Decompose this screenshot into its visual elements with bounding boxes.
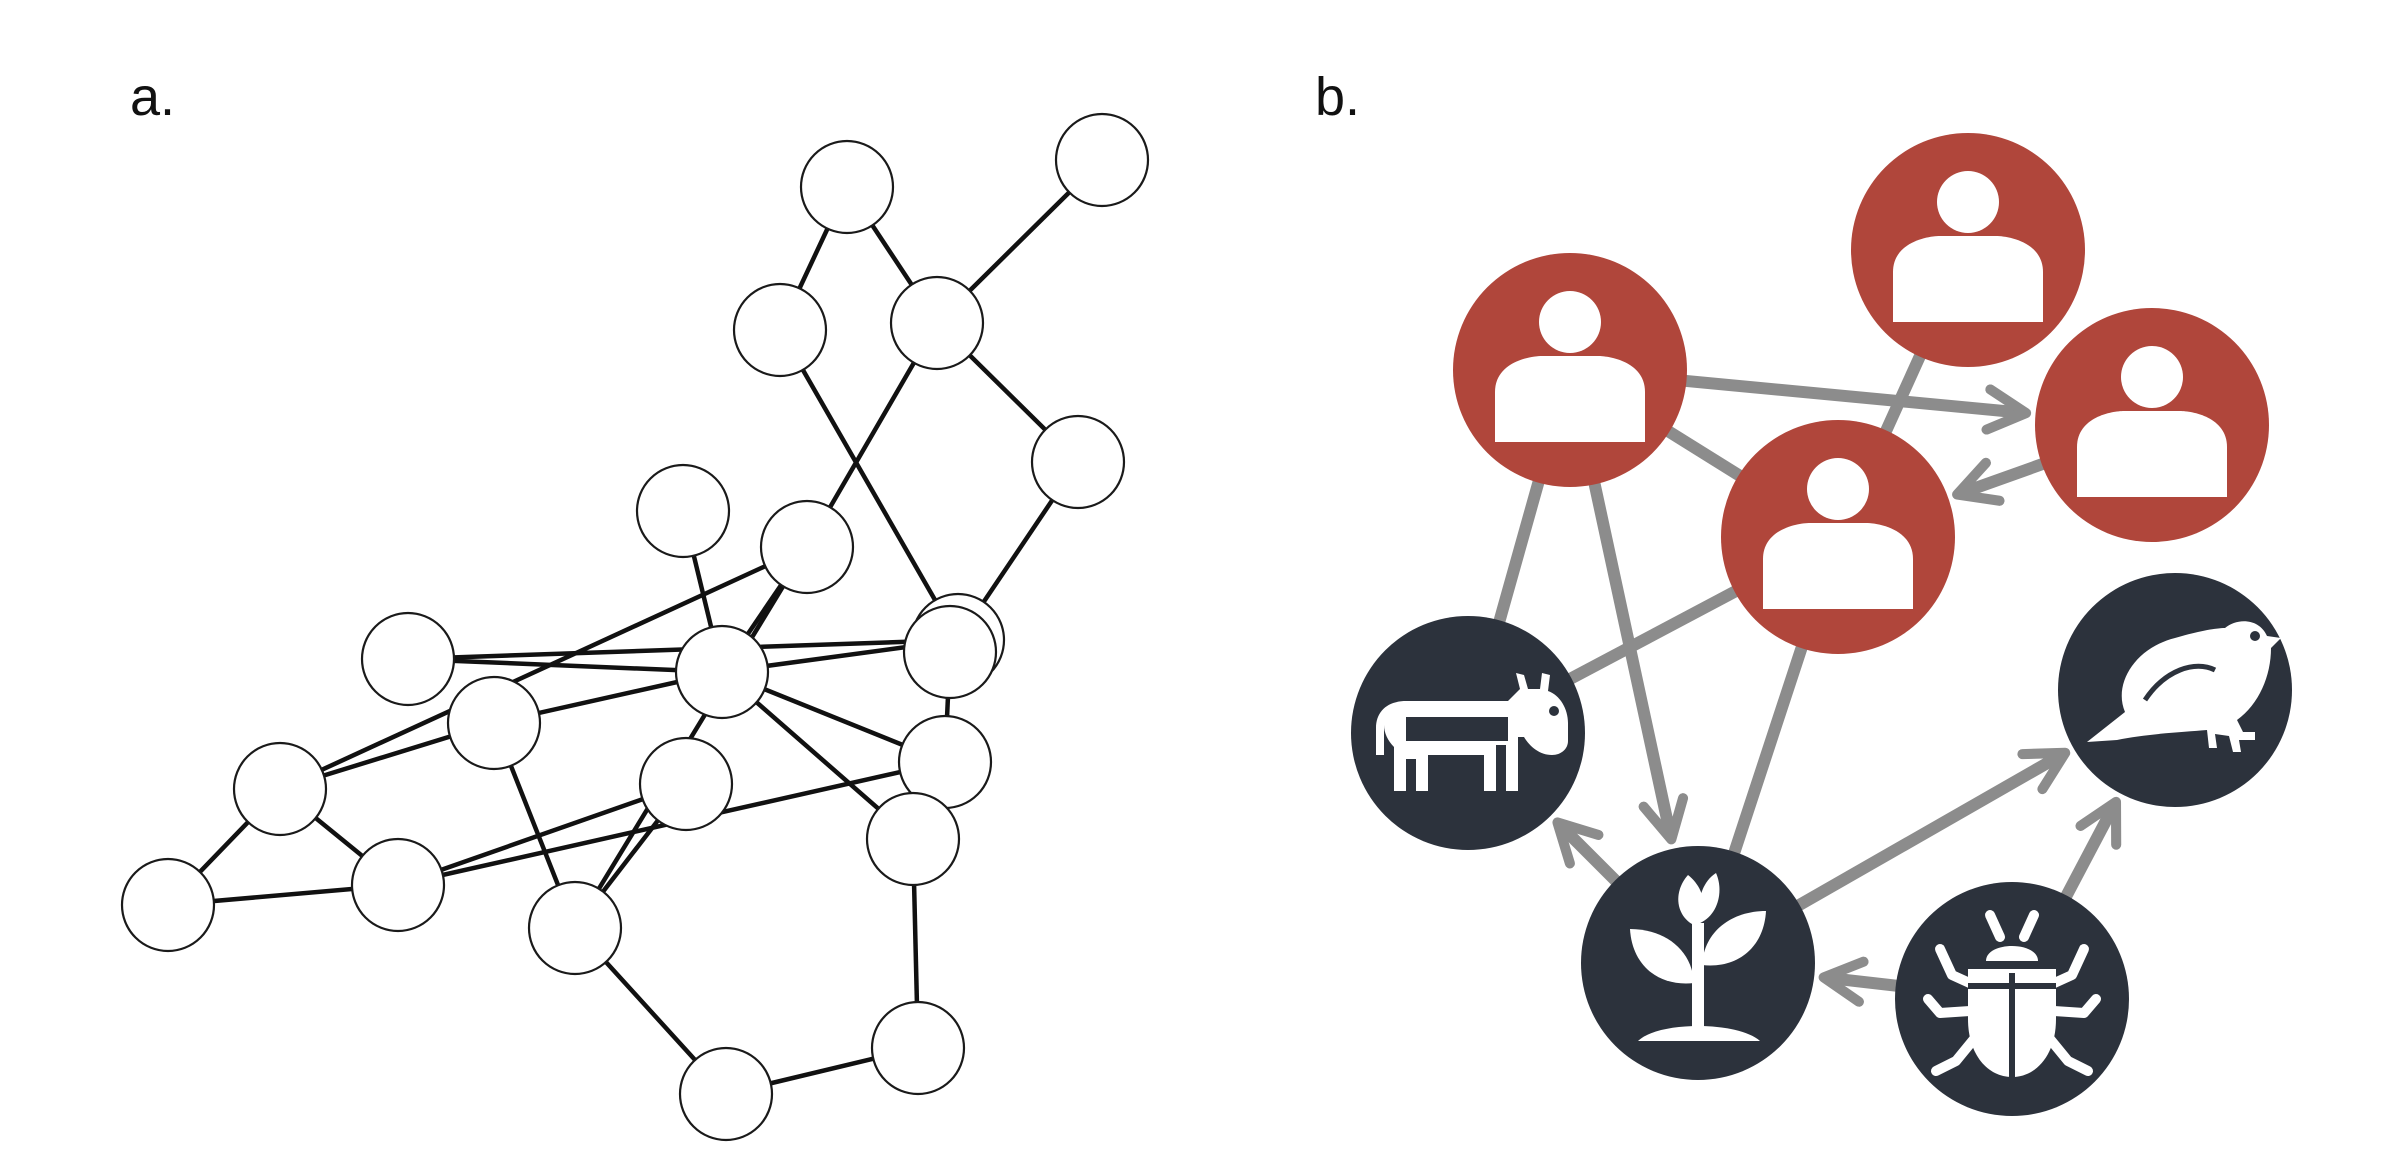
cow-node xyxy=(1351,616,1585,850)
network-node xyxy=(732,282,828,378)
network-node xyxy=(232,741,328,837)
network-nodes xyxy=(120,112,1150,1142)
directed-relation-arrow xyxy=(1755,747,2071,934)
network-node xyxy=(360,611,456,707)
person-node xyxy=(1721,420,1955,654)
network-node xyxy=(635,463,731,559)
network-node xyxy=(889,275,985,371)
network-edge xyxy=(397,781,687,888)
bird-node xyxy=(2058,573,2292,807)
network-node xyxy=(1030,414,1126,510)
plant-node xyxy=(1581,846,1815,1080)
bird-icon xyxy=(2087,621,2281,752)
person-node xyxy=(1851,133,2085,367)
person-node xyxy=(2035,308,2269,542)
directed-relation-arrow xyxy=(1578,437,1689,845)
network-node xyxy=(870,1000,966,1096)
person-icon xyxy=(1893,171,2043,322)
panel-b-label: b. xyxy=(1315,67,1361,127)
network-node xyxy=(865,791,961,887)
network-node xyxy=(759,499,855,595)
network-node xyxy=(120,857,216,953)
network-node xyxy=(638,736,734,832)
relation-line xyxy=(1714,601,1822,899)
directed-relation-arrow xyxy=(1639,370,2032,435)
beetle-node xyxy=(1895,882,2129,1116)
network-node xyxy=(799,139,895,235)
beetle-icon xyxy=(1923,910,2101,1077)
network-edge xyxy=(279,544,808,792)
network-edge xyxy=(778,328,960,642)
person-icon xyxy=(2077,346,2227,497)
person-icon xyxy=(1495,291,1645,442)
network-node xyxy=(678,1046,774,1142)
plant-icon xyxy=(1630,873,1766,1041)
person-icon xyxy=(1763,458,1913,609)
network-edge xyxy=(407,656,723,675)
person-node xyxy=(1453,253,1687,487)
network-node xyxy=(902,604,998,700)
cow-icon xyxy=(1376,673,1568,791)
panel-a-label: a. xyxy=(130,67,176,127)
network-node xyxy=(674,624,770,720)
network-node xyxy=(1054,112,1150,208)
network-node xyxy=(350,837,446,933)
panel-b-network xyxy=(1351,133,2292,1116)
network-node xyxy=(446,675,542,771)
panel-a-network xyxy=(120,112,1150,1142)
network-node xyxy=(527,880,623,976)
